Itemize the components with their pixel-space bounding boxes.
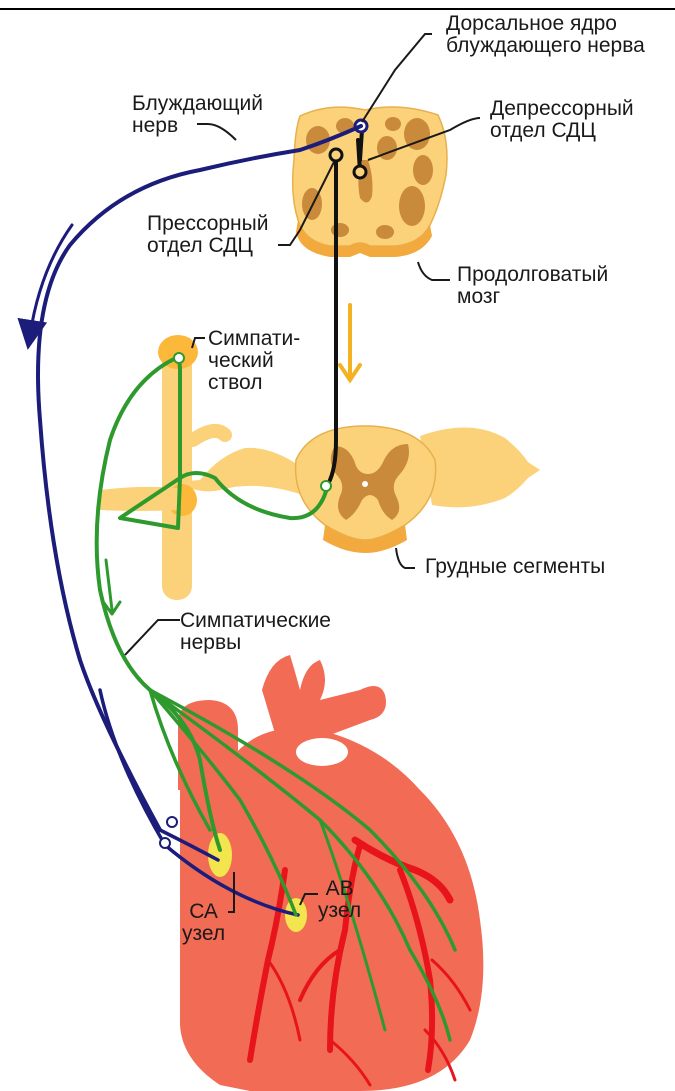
label-depressor: Депрессорный отдел СДЦ [490, 98, 634, 142]
label-dorsal-nucleus: Дорсальное ядро блуждающего нерва [446, 13, 645, 57]
spinal-lateral-horn-cell [321, 481, 331, 491]
depressor-cell [354, 166, 366, 178]
down-arrow [340, 305, 360, 380]
vagus-ganglion-1 [167, 817, 177, 827]
label-medulla: Продолговатый мозг [457, 264, 608, 308]
sympathetic-trunk [100, 335, 225, 600]
heart [178, 655, 483, 1091]
label-pressor: Прессорный отдел СДЦ [147, 213, 268, 257]
thoracic-spinal-cord [176, 426, 540, 553]
label-vagus-nerve: Блуждающий нерв [132, 93, 263, 137]
trunk-ganglion-cell [174, 353, 184, 363]
vagus-ganglion-2 [160, 838, 170, 848]
label-sympathetic-nerves: Симпатические нервы [180, 610, 331, 654]
label-av-node: АВ узел [318, 878, 361, 922]
medulla-oblongata [293, 107, 447, 257]
label-thoracic-segments: Грудные сегменты [425, 556, 605, 578]
label-sa-node: СА узел [182, 901, 225, 945]
label-sympathetic-trunk: Симпати- ческий ствол [208, 328, 300, 394]
pressor-cell [330, 149, 342, 161]
